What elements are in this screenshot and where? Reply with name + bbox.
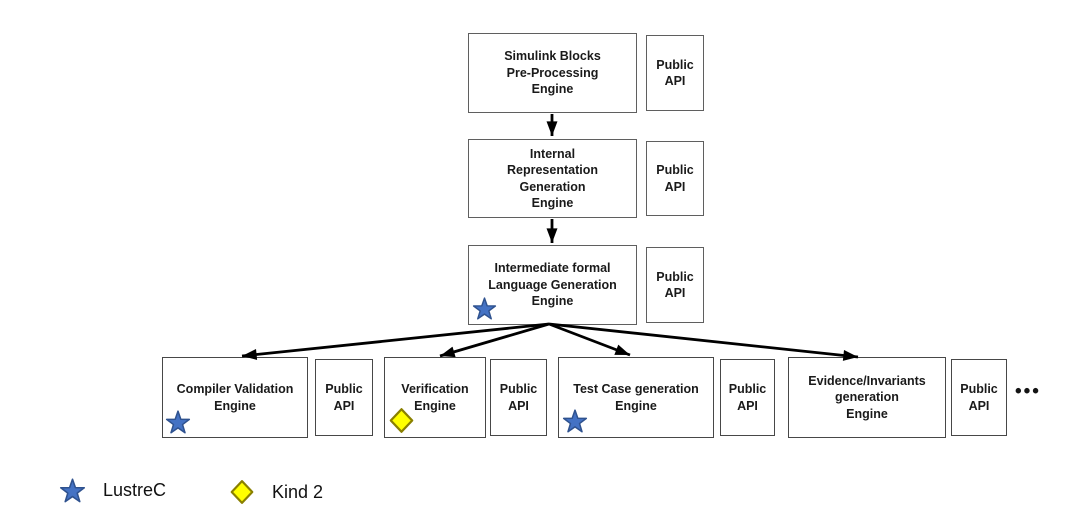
- public-api-box-2: Public API: [646, 141, 704, 216]
- lustrec-star-icon: [59, 478, 86, 503]
- legend-item-lustrec: LustreC: [59, 477, 166, 504]
- box-label: Verification Engine: [401, 382, 469, 413]
- arrow-to-evidence-invariants: [548, 322, 859, 361]
- box-label: Evidence/Invariants generation Engine: [808, 373, 926, 421]
- public-api-label: Public API: [656, 163, 694, 194]
- public-api-label: Public API: [728, 382, 767, 413]
- legend-label-lustrec: LustreC: [103, 480, 167, 500]
- arrow-to-compiler-validation: [241, 322, 550, 360]
- public-api-label: Public API: [656, 269, 694, 301]
- public-api-label: Public API: [656, 57, 694, 89]
- public-api-box-6: Public API: [720, 359, 775, 436]
- box-evidence-invariants-generation-engine: Evidence/Invariants generation Engine: [788, 357, 946, 438]
- lustrec-star-icon: [562, 409, 588, 433]
- box-simulink-blocks-pre-processing-engine: Simulink Blocks Pre-Processing Engine: [468, 33, 637, 113]
- kind2-diamond-icon: [230, 480, 254, 504]
- arrow-to-test-case-generation: [548, 322, 631, 357]
- public-api-box-5: Public API: [490, 359, 547, 436]
- box-label: Simulink Blocks Pre-Processing Engine: [504, 49, 601, 97]
- lustrec-star-icon: [165, 410, 191, 434]
- public-api-label: Public API: [499, 382, 538, 413]
- box-test-case-generation-engine: Test Case generation Engine: [558, 357, 714, 438]
- box-internal-representation-generation-engine: Internal Representation Generation Engin…: [468, 139, 637, 218]
- kind2-diamond-icon: [389, 408, 414, 433]
- public-api-box-4: Public API: [315, 359, 373, 436]
- box-compiler-validation-engine: Compiler Validation Engine: [162, 357, 308, 438]
- box-intermediate-formal-language-generation-engine: Intermediate formal Language Generation …: [468, 245, 637, 325]
- box-verification-engine: Verification Engine: [384, 357, 486, 438]
- legend-label-kind2: Kind 2: [272, 481, 324, 502]
- public-api-box-3: Public API: [646, 247, 704, 323]
- box-label: Intermediate formal Language Generation …: [488, 261, 617, 309]
- lustrec-star-icon: [472, 297, 497, 320]
- box-label: Test Case generation Engine: [573, 382, 699, 413]
- public-api-box-7: Public API: [951, 359, 1007, 436]
- more-engines-ellipsis: •••: [1015, 381, 1041, 402]
- box-label: Internal Representation Generation Engin…: [507, 146, 598, 211]
- public-api-label: Public API: [325, 382, 363, 413]
- public-api-label: Public API: [960, 382, 998, 413]
- box-label: Compiler Validation Engine: [176, 382, 294, 413]
- public-api-box-1: Public API: [646, 35, 704, 111]
- legend-item-kind2: Kind 2: [229, 479, 323, 505]
- arrow-to-verification: [439, 322, 550, 358]
